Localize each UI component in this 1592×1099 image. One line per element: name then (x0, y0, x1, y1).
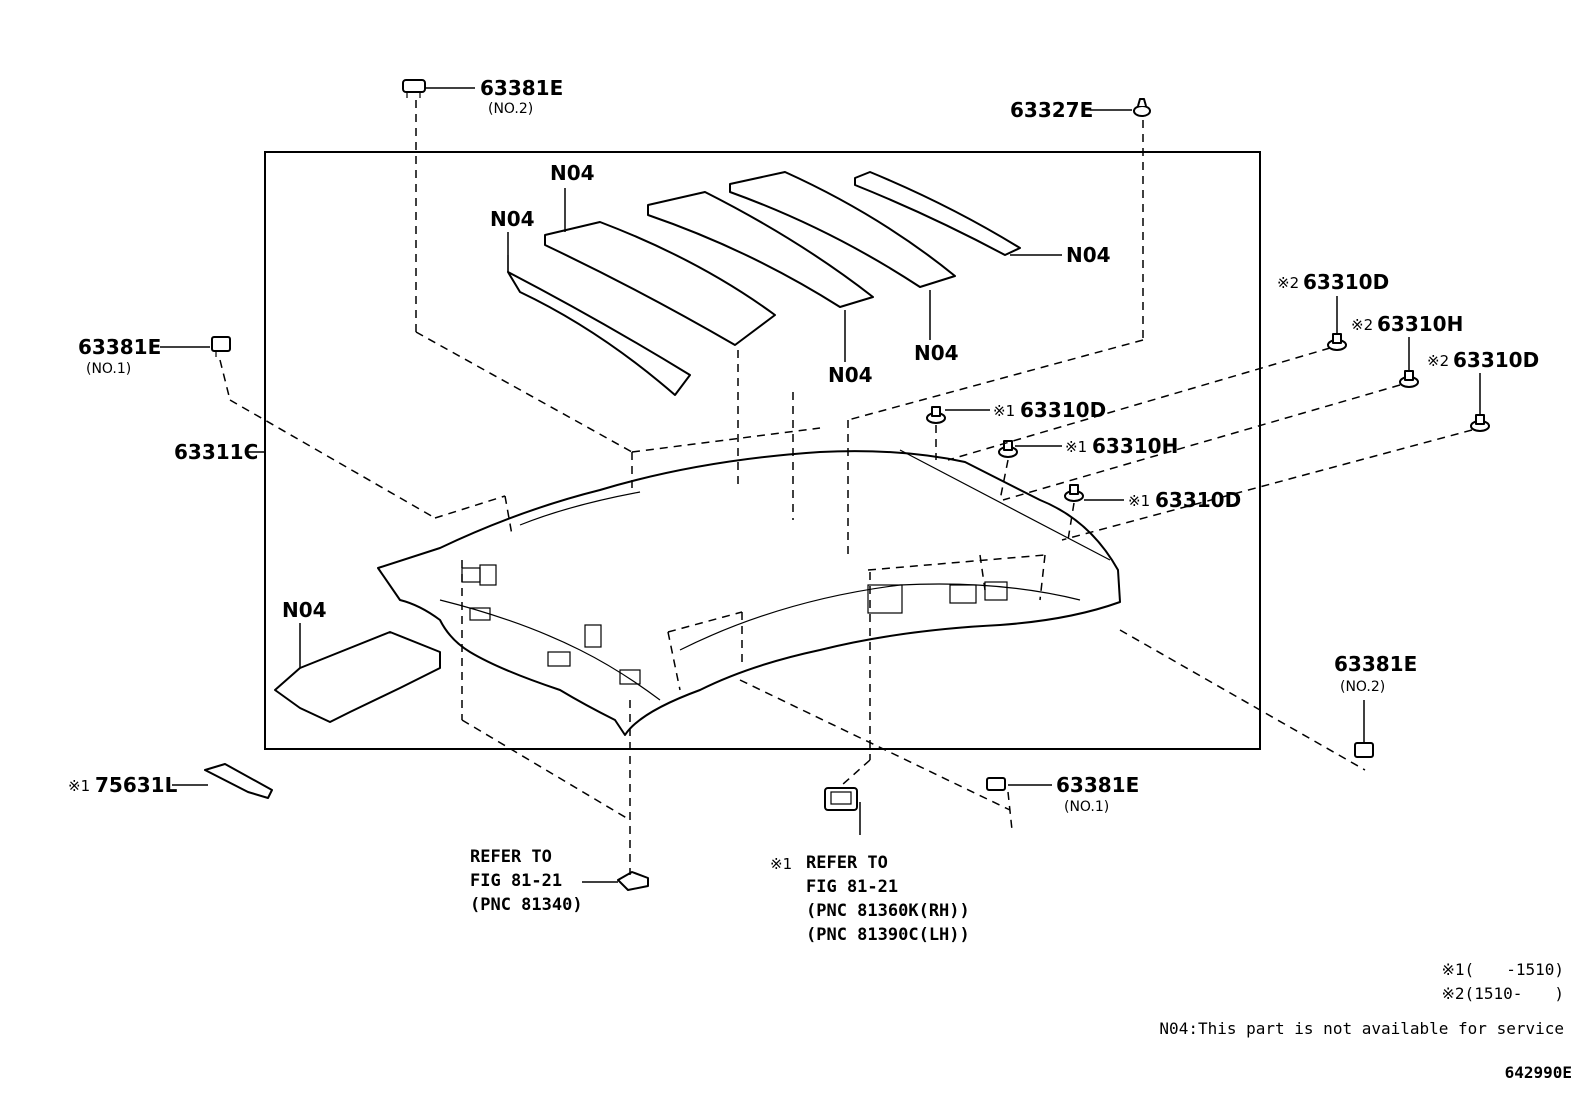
mark2-63310d-b: ※2 (1427, 352, 1449, 370)
clip-63381e-left-icon (211, 336, 231, 357)
clip-63310h-inner-icon (998, 440, 1018, 458)
clip-63310d-inner-a-icon (926, 406, 946, 424)
mark1-refer-b: ※1 (770, 855, 792, 873)
clip-63310d-right-b-icon (1470, 414, 1490, 432)
label-n04-1: N04 (490, 207, 535, 231)
label-63310d-inner-b: 63310D (1155, 488, 1241, 512)
label-75631l: 75631L (95, 773, 178, 797)
label-n04-3: N04 (1066, 243, 1111, 267)
guide-lines (219, 100, 1473, 875)
legend-mark1: ※1( -1510) (1442, 960, 1564, 979)
n04-tray (274, 631, 441, 723)
label-63381e-top-no: (NO.2) (488, 101, 533, 117)
refer-b-line3: (PNC 81360K(RH)) (806, 901, 970, 921)
label-63310d-right-b: 63310D (1453, 348, 1539, 372)
headliner-frame (264, 151, 1261, 750)
label-63381e-top: 63381E (480, 76, 563, 100)
clip-63381e-bottom-icon (986, 777, 1006, 791)
label-63381e-left-no: (NO.1) (86, 361, 131, 377)
label-63381e-left: 63381E (78, 335, 161, 359)
refer-b-line2: FIG 81-21 (806, 877, 898, 897)
label-63310h-inner: 63310H (1092, 434, 1178, 458)
lamp-81340-icon (617, 871, 649, 891)
clip-63381e-right-icon (1354, 742, 1374, 758)
refer-block-81360k: ※1 REFER TO FIG 81-21 (PNC 81360K(RH)) (… (770, 853, 970, 945)
label-63381e-bottom: 63381E (1056, 773, 1139, 797)
clip-63310d-inner-b-icon (1064, 484, 1084, 502)
clip-63310d-right-a-icon (1327, 333, 1347, 351)
label-63311c: 63311C (174, 440, 258, 464)
n04-pad-4 (729, 171, 956, 288)
clip-63310h-right-icon (1399, 370, 1419, 388)
label-63310h-right: 63310H (1377, 312, 1463, 336)
mark1-63310d-b: ※1 (1128, 492, 1150, 510)
mark1-63310d-a: ※1 (993, 402, 1015, 420)
label-63381e-right-no: (NO.2) (1340, 679, 1385, 695)
label-63310d-right-a: 63310D (1303, 270, 1389, 294)
n04-service-note: N04:This part is not available for servi… (1159, 1019, 1564, 1038)
refer-block-81340: REFER TO FIG 81-21 (PNC 81340) (470, 847, 583, 915)
lamp-81360k-icon (824, 787, 858, 811)
headliner-body (377, 449, 1121, 736)
bracket-75631l-icon (204, 763, 273, 799)
label-63310d-inner-a: 63310D (1020, 398, 1106, 422)
mark1-75631l: ※1 (68, 777, 90, 795)
label-n04-5: N04 (914, 341, 959, 365)
mark2-63310d-a: ※2 (1277, 274, 1299, 292)
clip-63381e-top-icon (402, 79, 426, 98)
refer-a-line3: (PNC 81340) (470, 895, 583, 915)
label-n04-4: N04 (828, 363, 873, 387)
refer-b-line1: REFER TO (806, 853, 888, 873)
legend-mark2: ※2(1510- ) (1442, 984, 1564, 1003)
refer-a-line2: FIG 81-21 (470, 871, 562, 891)
label-63381e-right: 63381E (1334, 652, 1417, 676)
label-n04-2: N04 (550, 161, 595, 185)
label-n04-6: N04 (282, 598, 327, 622)
n04-pad-2 (544, 221, 776, 346)
diagram-id: 642990E (1505, 1063, 1572, 1082)
n04-pad-5 (854, 171, 1021, 256)
clip-63327e-icon (1133, 98, 1151, 117)
label-63381e-bottom-no: (NO.1) (1064, 799, 1109, 815)
mark2-63310h: ※2 (1351, 316, 1373, 334)
refer-a-line1: REFER TO (470, 847, 552, 867)
refer-b-line4: (PNC 81390C(LH)) (806, 925, 970, 945)
label-63327e: 63327E (1010, 98, 1093, 122)
n04-pad-3 (647, 191, 874, 308)
leader-lines (160, 87, 1481, 883)
mark1-63310h: ※1 (1065, 438, 1087, 456)
